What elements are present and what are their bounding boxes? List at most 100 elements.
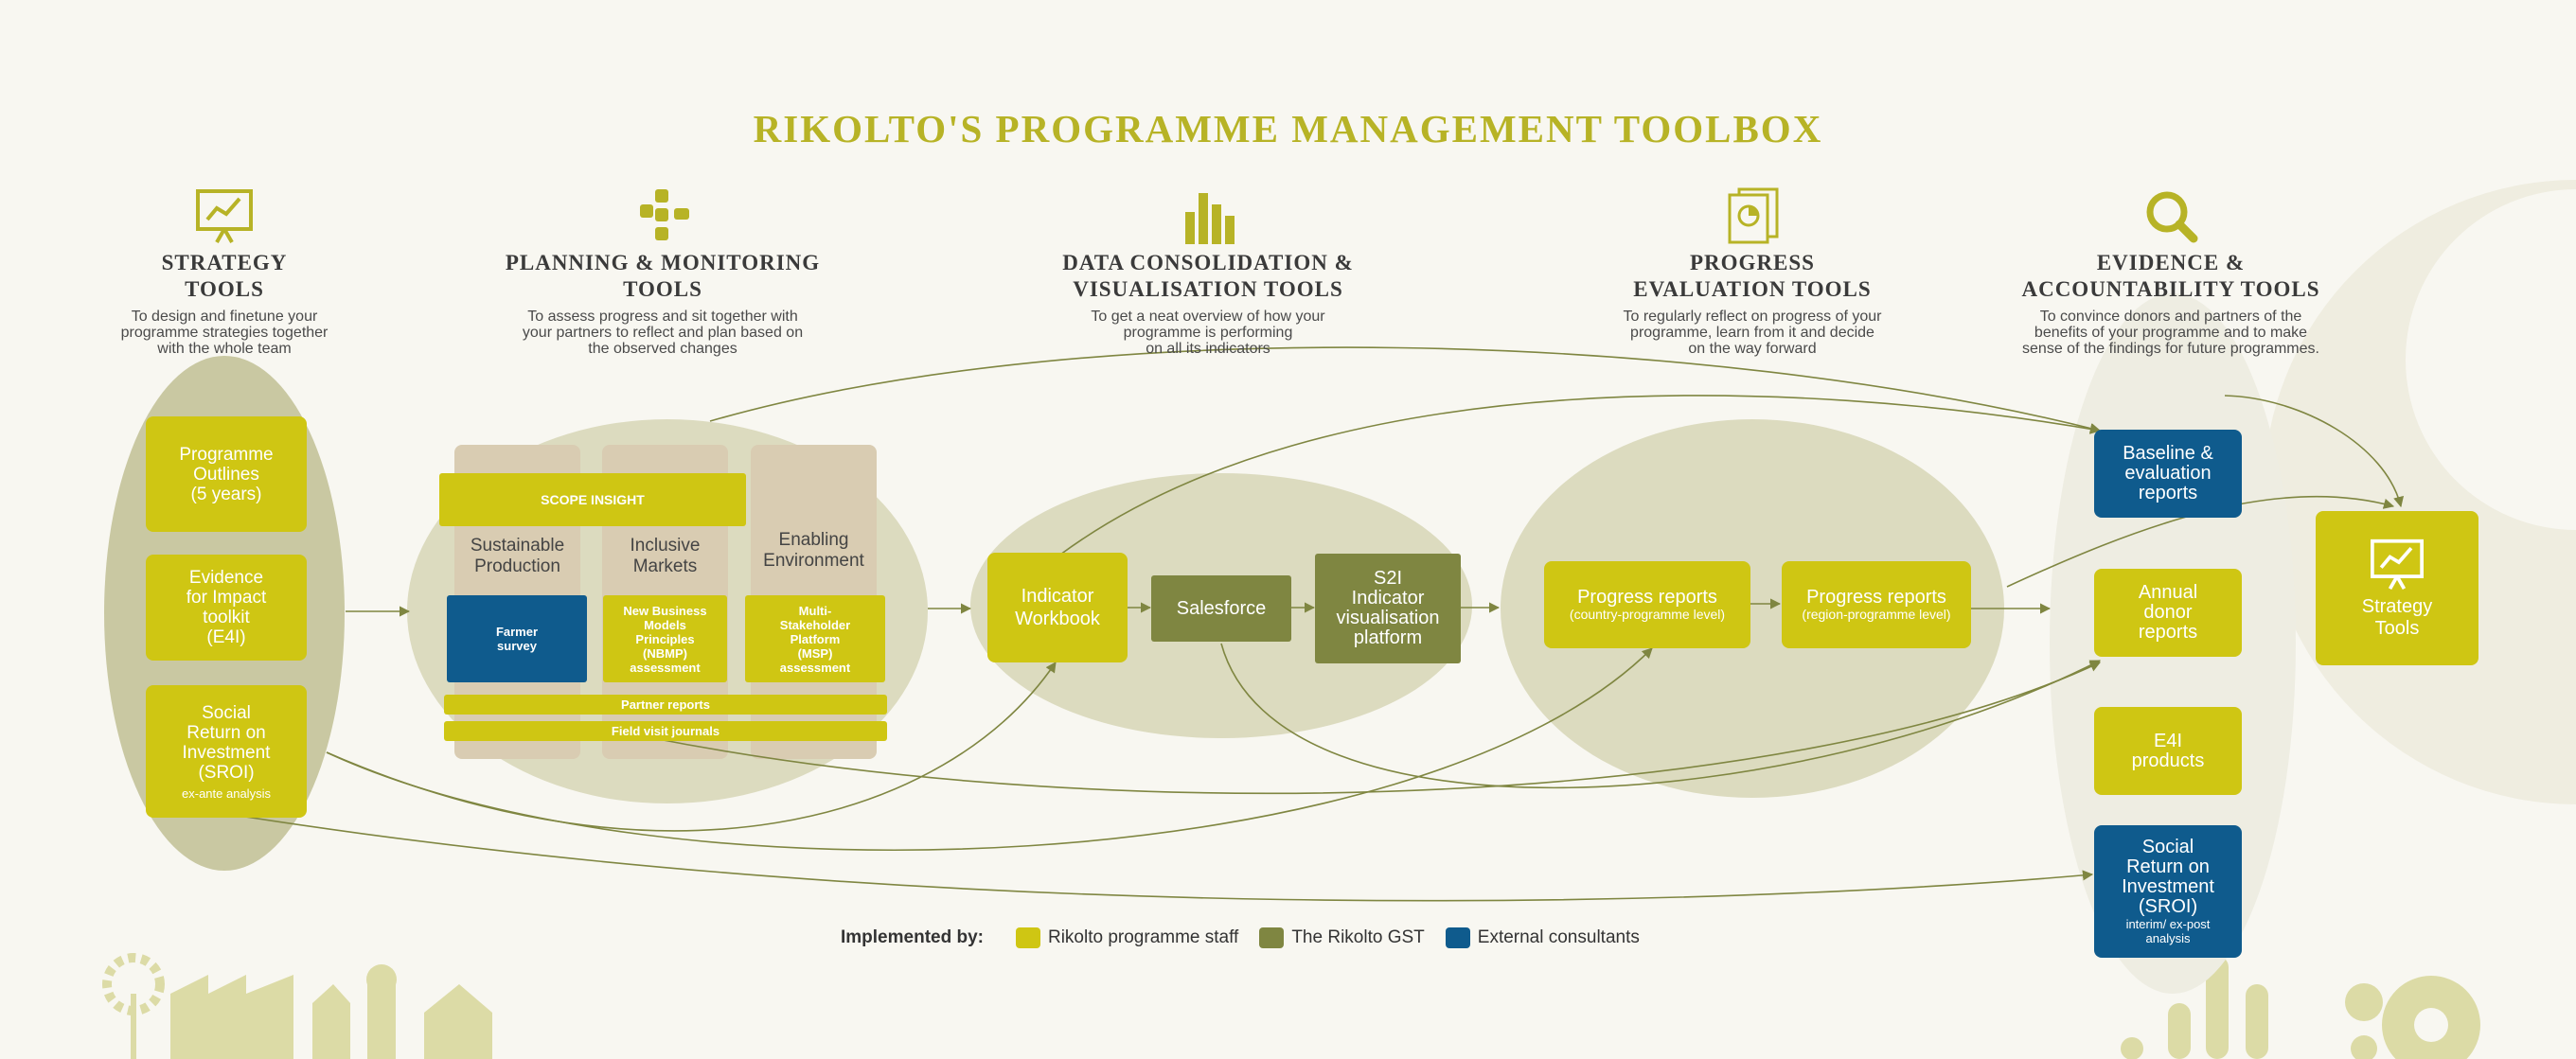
col-strategy-desc-1: To design and finetune your [131, 309, 318, 325]
sroi-line-2: Return on [187, 722, 266, 743]
legend-label: Implemented by: [841, 927, 984, 947]
nbmp-line-1: New Business [623, 603, 707, 618]
col-data-heading-2: VISUALISATION TOOLS [1073, 277, 1343, 301]
e4i-products-line-2: products [2131, 750, 2205, 771]
col-strategy-desc-2: programme strategies together [120, 325, 329, 341]
annual-line-3: reports [2138, 622, 2198, 643]
legend-item-gst: The Rikolto GST [1259, 927, 1425, 948]
col-planning-heading-2: TOOLS [623, 277, 702, 301]
annual-line-2: donor [2143, 602, 2193, 623]
baseline-evaluation-box: Baseline & evaluation reports [2094, 430, 2242, 518]
sroi-exante-box: Social Return on Investment (SROI) ex-an… [146, 685, 307, 818]
sroi-expost-line-2: Return on [2126, 856, 2210, 877]
e4i-line-1: Evidence [188, 568, 264, 588]
workbook-line-2: Workbook [1015, 609, 1100, 629]
feedback-line-2: Tools [2374, 617, 2420, 639]
indicator-workbook-box: Indicator Workbook [987, 553, 1128, 662]
baseline-line-1: Baseline & [2123, 443, 2213, 464]
nbmp-line-5: assessment [630, 660, 701, 675]
col-progress-desc-2: programme, learn from it and decide [1630, 325, 1874, 341]
progress-group [1501, 419, 2004, 798]
farmer-line-1: Farmer [495, 625, 539, 639]
legend-text-consultants: External consultants [1477, 927, 1640, 947]
magnifier-icon [2146, 191, 2198, 243]
sustainable-label-2: Production [474, 556, 560, 576]
inclusive-label-2: Markets [632, 556, 698, 576]
column-strategy: STRATEGY TOOLS To design and finetune you… [26, 187, 423, 357]
enabling-label-1: Enabling [778, 530, 849, 550]
annual-donor-reports-box: Annual donor reports [2094, 569, 2242, 657]
sroi-sub: ex-ante analysis [182, 785, 271, 801]
field-visit-journals-bar: Field visit journals [444, 721, 887, 741]
s2i-platform-box: S2I Indicator visualisation platform [1315, 554, 1461, 663]
sroi-line-4: (SROI) [198, 762, 255, 783]
e4i-line-2: for Impact [186, 588, 267, 608]
village-illustration [102, 953, 492, 1059]
col-planning-desc-3: the observed changes [588, 341, 737, 357]
col-evidence-desc-2: benefits of your programme and to make [2034, 325, 2308, 341]
presentation-icon [196, 189, 253, 243]
col-evidence-desc-1: To convince donors and partners of the [2039, 309, 2302, 325]
progress-region-title: Progress reports [1806, 587, 1946, 608]
baseline-line-2: evaluation [2124, 463, 2212, 484]
documents-icon [1728, 187, 1779, 244]
legend: Implemented by: Rikolto programme staff … [841, 927, 1661, 948]
e4i-toolkit-box: Evidence for Impact toolkit (E4I) [146, 555, 307, 661]
sroi-line-1: Social [202, 702, 251, 723]
col-strategy-desc-3: with the whole team [157, 341, 292, 357]
s2i-line-3: visualisation [1336, 608, 1440, 628]
outlines-line-1: Programme [179, 444, 274, 465]
progress-report-region-box: Progress reports (region-programme level… [1782, 561, 1971, 648]
farmer-survey-box: Farmer survey [447, 595, 587, 682]
e4i-products-box: E4I products [2094, 707, 2242, 795]
salesforce-box: Salesforce [1151, 575, 1291, 642]
legend-swatch-consultants [1445, 927, 1470, 948]
e4i-products-line-1: E4I [2153, 730, 2183, 751]
legend-text-staff: Rikolto programme staff [1047, 927, 1239, 947]
s2i-line-1: S2I [1373, 568, 1403, 589]
nbmp-line-2: Models [644, 617, 686, 632]
legend-swatch-gst [1259, 927, 1285, 948]
s2i-line-4: platform [1353, 627, 1423, 648]
progress-region-sub: (region-programme level) [1802, 607, 1951, 622]
col-evidence-heading-2: ACCOUNTABILITY TOOLS [2021, 277, 2320, 301]
msp-line-3: Platform [790, 631, 841, 646]
outlines-line-3: (5 years) [190, 484, 262, 504]
msp-line-2: Stakeholder [779, 617, 851, 632]
col-data-desc-3: on all its indicators [1146, 341, 1270, 357]
presentation-icon [2371, 538, 2424, 590]
col-planning-heading-1: PLANNING & MONITORING [505, 251, 821, 274]
nbmp-line-4: (NBMP) [643, 645, 687, 661]
rikolto-logo-mark [2121, 956, 2480, 1059]
col-strategy-heading-2: TOOLS [185, 277, 264, 301]
sustainable-label-1: Sustainable [470, 536, 565, 556]
col-planning-desc-2: your partners to reflect and plan based … [522, 325, 804, 341]
progress-country-title: Progress reports [1577, 587, 1717, 608]
programme-outlines-box: Programme Outlines (5 years) [146, 416, 307, 532]
page-title: RIKOLTO'S PROGRAMME MANAGEMENT TOOLBOX [753, 107, 1823, 150]
e4i-line-3: toolkit [203, 608, 250, 627]
col-strategy-heading-1: STRATEGY [161, 251, 288, 274]
s2i-line-2: Indicator [1351, 588, 1425, 609]
baseline-line-3: reports [2138, 483, 2198, 503]
network-icon [640, 189, 689, 240]
progress-report-country-box: Progress reports (country-programme leve… [1544, 561, 1750, 648]
progress-country-sub: (country-programme level) [1569, 607, 1726, 622]
connector-arrows [226, 346, 2405, 902]
inclusive-label-1: Inclusive [630, 536, 701, 556]
legend-text-gst: The Rikolto GST [1291, 927, 1425, 947]
enabling-label-2: Environment [763, 551, 864, 571]
outlines-line-2: Outlines [193, 464, 259, 485]
sroi-line-3: Investment [182, 742, 271, 763]
sroi-expost-box: Social Return on Investment (SROI) inter… [2094, 825, 2242, 958]
legend-item-staff: Rikolto programme staff [1015, 927, 1239, 948]
col-data-heading-1: DATA CONSOLIDATION & [1062, 251, 1354, 274]
sroi-expost-line-3: Investment [2122, 876, 2214, 897]
msp-line-4: (MSP) [797, 645, 833, 661]
legend-swatch-staff [1015, 927, 1040, 948]
e4i-line-4: (E4I) [206, 627, 246, 647]
bar-chart-icon [1185, 193, 1235, 244]
scope-insight-box: SCOPE INSIGHT [439, 473, 746, 526]
